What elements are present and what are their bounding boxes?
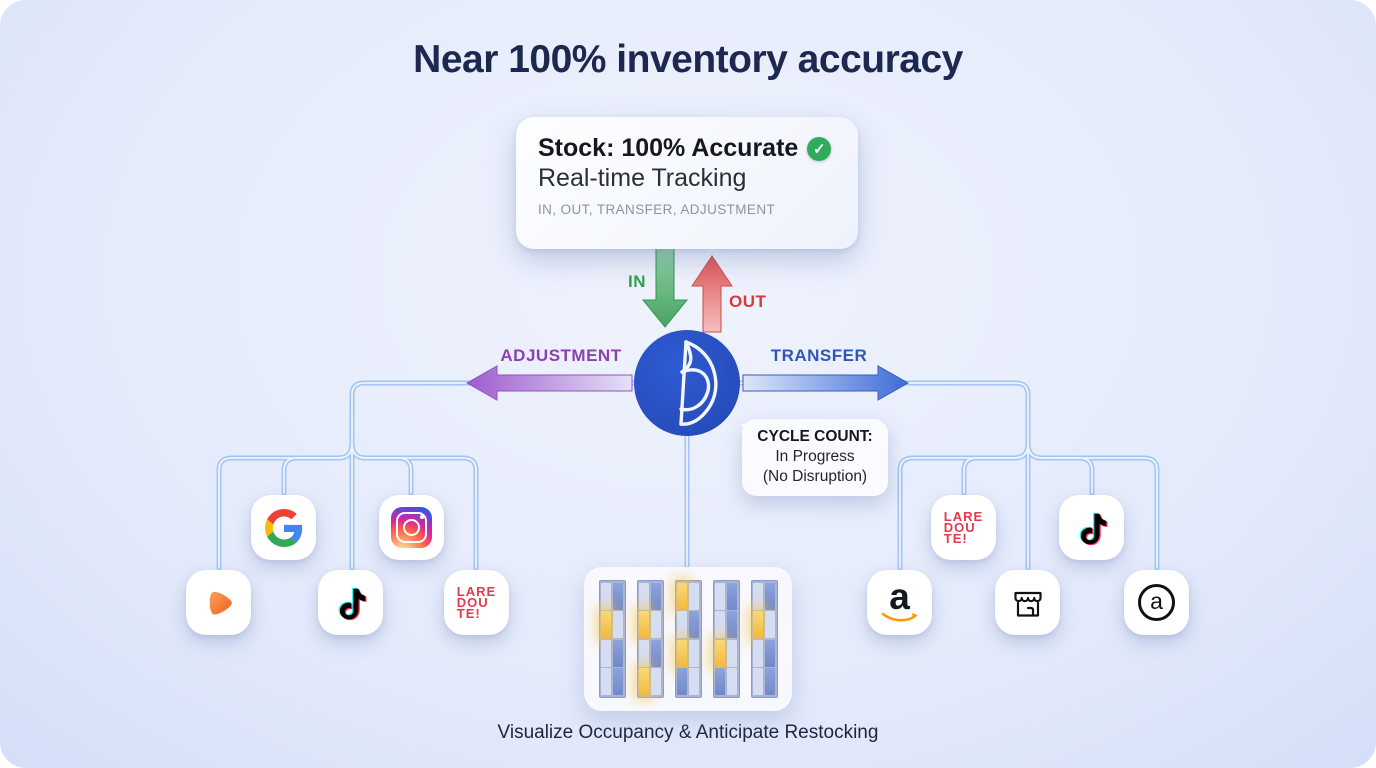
rack-cell-empty — [612, 611, 623, 639]
storage-rack — [636, 580, 664, 698]
rack-cell-empty — [753, 639, 764, 667]
channel-tile-tiktok-right — [1059, 495, 1124, 560]
rack-cell-occupied — [612, 639, 623, 667]
rack-cell-empty — [715, 582, 726, 610]
play-video-icon — [209, 591, 232, 614]
rack-cell-empty — [601, 668, 612, 696]
warehouse-caption: Visualize Occupancy & Anticipate Restock… — [497, 722, 879, 743]
stock-status-card: Stock: 100% Accurate ✓ Real-time Trackin… — [516, 117, 858, 249]
rack-cell-restock-highlight — [677, 582, 688, 610]
rack-cell-empty — [650, 611, 661, 639]
channel-tile-instagram — [379, 495, 444, 560]
out-arrow-icon — [691, 255, 733, 333]
adjustment-arrow-icon — [465, 365, 633, 401]
cycle-count-title: CYCLE COUNT: — [757, 428, 873, 445]
channel-tile-a-circle: a — [1124, 570, 1189, 635]
channel-tile-laredoute-right: LARE DOU TE! — [931, 495, 996, 560]
rack-grid — [598, 580, 778, 698]
rack-cell-empty — [764, 611, 775, 639]
storefront-icon — [1013, 591, 1042, 617]
storage-rack — [598, 580, 626, 698]
channel-tile-play-video — [186, 570, 251, 635]
rack-cell-occupied — [726, 582, 737, 610]
warehouse-occupancy-card — [584, 567, 792, 711]
rack-cell-restock-highlight — [639, 611, 650, 639]
rack-cell-occupied — [726, 611, 737, 639]
channel-tile-tiktok-left — [318, 570, 383, 635]
rack-cell-empty — [639, 639, 650, 667]
adjustment-flow-label: ADJUSTMENT — [500, 346, 622, 365]
rack-cell-empty — [688, 668, 699, 696]
rack-cell-occupied — [612, 668, 623, 696]
cycle-count-bubble: CYCLE COUNT: In Progress (No Disruption) — [722, 404, 888, 496]
rack-cell-empty — [726, 639, 737, 667]
out-flow-label: OUT — [729, 292, 767, 311]
realtime-tracking-text: Real-time Tracking — [538, 164, 747, 192]
la-redoute-logo: LARE DOU TE! — [943, 509, 984, 546]
google-icon — [264, 508, 302, 547]
instagram-icon — [391, 507, 432, 548]
rack-cell-empty — [753, 668, 764, 696]
rack-cell-occupied — [764, 639, 775, 667]
channel-tile-amazon: a — [867, 570, 932, 635]
channel-tile-google — [251, 495, 316, 560]
channel-wires — [216, 380, 1160, 571]
rack-cell-occupied — [677, 668, 688, 696]
in-arrow-icon — [641, 245, 689, 328]
in-flow-label: IN — [628, 272, 646, 291]
rack-cell-occupied — [764, 582, 775, 610]
rack-cell-empty — [753, 582, 764, 610]
rack-cell-empty — [601, 582, 612, 610]
rack-cell-empty — [601, 639, 612, 667]
storage-rack — [674, 580, 702, 698]
rack-cell-occupied — [688, 611, 699, 639]
storage-rack — [712, 580, 740, 698]
rack-cell-restock-highlight — [677, 639, 688, 667]
stock-accuracy-text: Stock: 100% Accurate — [538, 134, 799, 162]
rack-cell-restock-highlight — [639, 668, 650, 696]
rack-cell-empty — [677, 611, 688, 639]
rack-cell-empty — [726, 668, 737, 696]
tiktok-icon — [338, 587, 367, 620]
rack-cell-empty — [688, 582, 699, 610]
rack-cell-empty — [688, 639, 699, 667]
rack-cell-occupied — [764, 668, 775, 696]
page-title: Near 100% inventory accuracy — [413, 38, 963, 81]
rack-cell-occupied — [715, 668, 726, 696]
cycle-count-status: In Progress — [775, 448, 855, 465]
rack-cell-occupied — [650, 582, 661, 610]
rack-cell-empty — [639, 582, 650, 610]
rack-cell-empty — [715, 611, 726, 639]
a-circle-icon: a — [1138, 584, 1175, 621]
rack-cell-occupied — [612, 582, 623, 610]
channel-tile-marketplace-store — [995, 570, 1060, 635]
rack-cell-occupied — [650, 639, 661, 667]
transfer-flow-label: TRANSFER — [770, 346, 868, 365]
rack-cell-restock-highlight — [753, 611, 764, 639]
storage-rack — [750, 580, 778, 698]
rack-cell-empty — [650, 668, 661, 696]
stock-accuracy-line: Stock: 100% Accurate ✓ — [538, 134, 836, 163]
rack-cell-restock-highlight — [715, 639, 726, 667]
cycle-count-note: (No Disruption) — [762, 468, 868, 485]
hub-brand-logo — [634, 330, 740, 436]
rack-cell-restock-highlight — [601, 611, 612, 639]
check-circle-icon: ✓ — [807, 136, 832, 161]
movement-types-text: IN, OUT, TRANSFER, ADJUSTMENT — [538, 202, 776, 217]
amazon-icon: a — [879, 578, 921, 624]
la-redoute-logo: LARE DOU TE! — [456, 584, 497, 621]
tiktok-icon — [1079, 512, 1108, 545]
transfer-arrow-icon — [742, 365, 910, 401]
channel-tile-laredoute-left: LARE DOU TE! — [444, 570, 509, 635]
